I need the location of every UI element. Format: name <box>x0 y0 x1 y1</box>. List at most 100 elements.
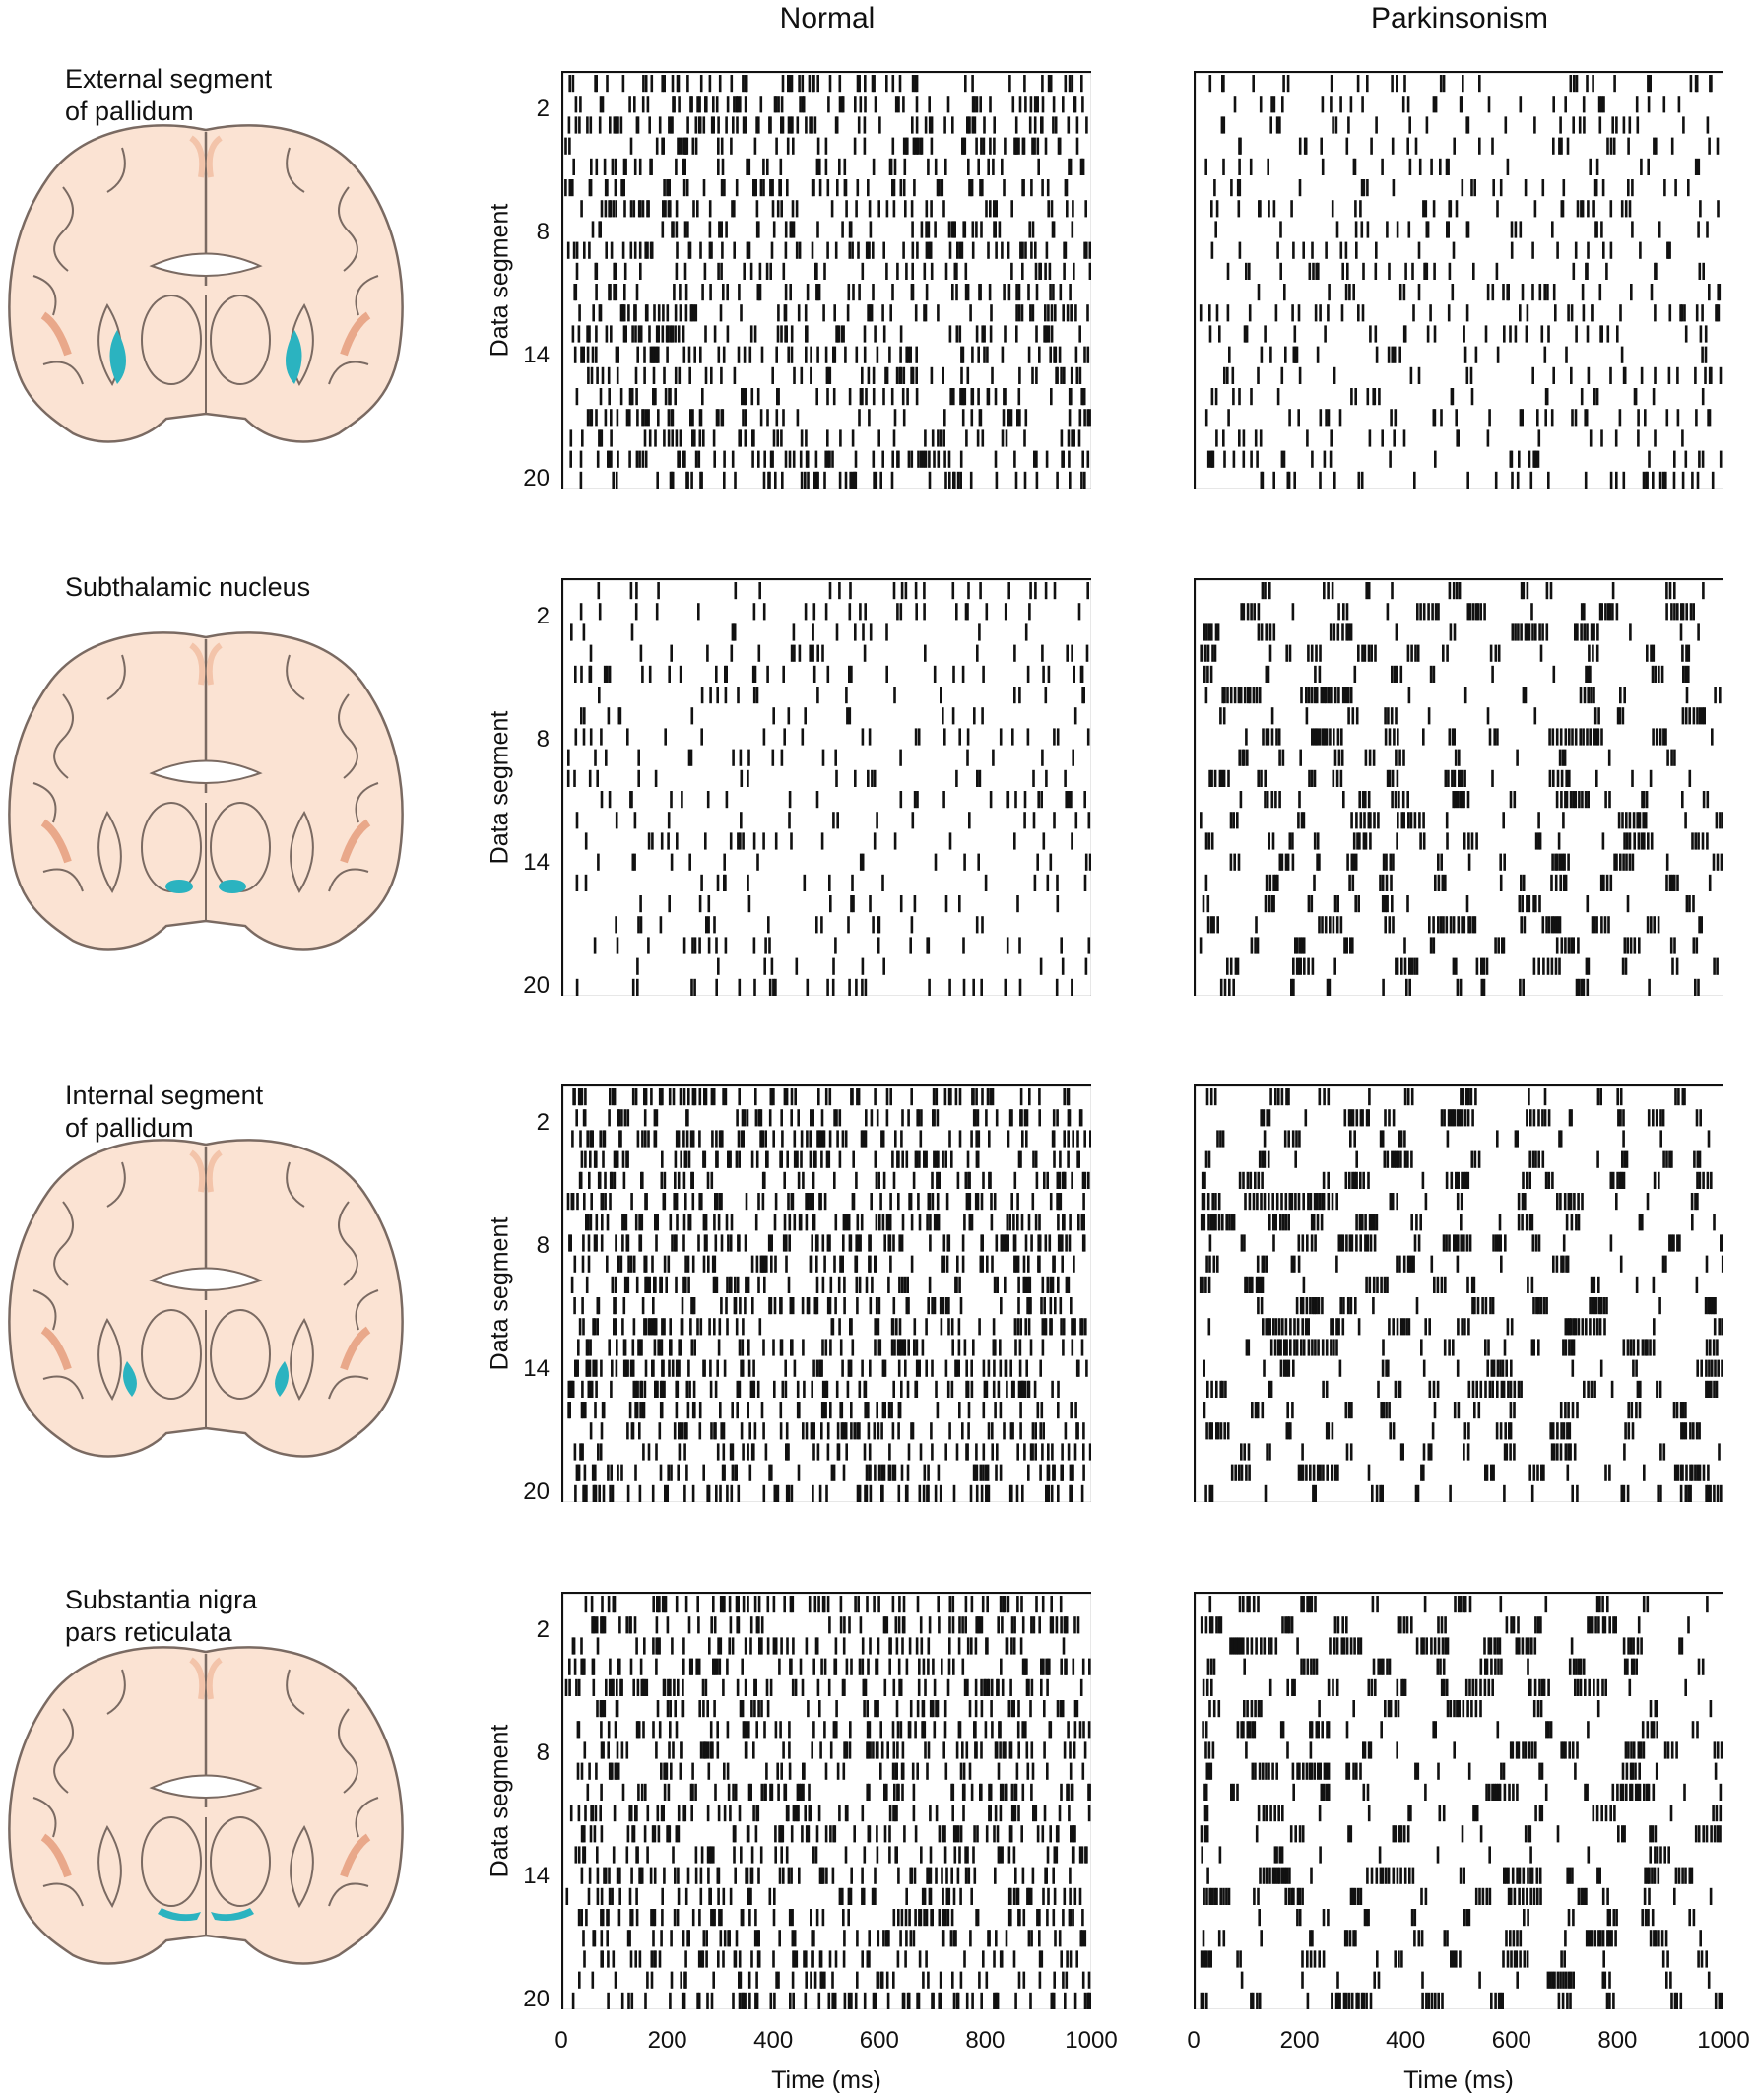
spike-mark <box>1595 221 1598 238</box>
spike-mark <box>688 241 692 259</box>
spike-mark <box>1212 916 1215 934</box>
spike-mark <box>1590 687 1592 704</box>
spike-mark <box>1665 853 1669 871</box>
spike-mark <box>784 450 788 468</box>
spike-mark <box>682 1130 685 1148</box>
spike-mark <box>792 137 795 155</box>
spike-mark <box>1503 325 1506 343</box>
spike-mark <box>714 1234 718 1252</box>
spike-mark <box>755 116 758 134</box>
spike-mark <box>992 1339 996 1356</box>
spike-mark <box>573 1443 577 1461</box>
spike-mark <box>994 450 998 468</box>
spike-mark <box>730 137 733 155</box>
spike-mark <box>788 1214 792 1231</box>
spike-mark <box>1457 916 1461 934</box>
spike-mark <box>595 1214 599 1231</box>
spike-mark <box>1409 812 1413 829</box>
spike-mark <box>1646 1193 1650 1211</box>
spike-mark <box>1466 603 1470 621</box>
spike-mark <box>1457 1318 1460 1336</box>
spike-mark <box>1719 812 1722 829</box>
spike-mark <box>780 749 784 766</box>
spike-mark <box>1341 1234 1345 1252</box>
spike-mark <box>1519 409 1523 427</box>
spike-mark <box>1675 957 1679 975</box>
spike-mark <box>684 1255 687 1273</box>
spike-mark <box>1030 179 1033 197</box>
spike-mark <box>720 1193 723 1211</box>
spike-mark <box>614 1276 618 1293</box>
spike-mark <box>1465 366 1469 384</box>
spike-mark <box>702 179 706 197</box>
spike-mark <box>1631 853 1635 871</box>
brain-section-icon <box>8 124 404 443</box>
spike-mark <box>675 1193 679 1211</box>
spike-mark <box>1522 687 1526 704</box>
spike-mark <box>1428 1318 1431 1336</box>
spike-mark <box>675 1234 678 1252</box>
spike-mark <box>1349 937 1352 954</box>
spike-mark <box>1318 853 1321 871</box>
spike-mark <box>1207 832 1211 850</box>
spike-mark <box>1455 200 1459 218</box>
spike-mark <box>1266 1109 1268 1127</box>
spike-mark <box>1622 116 1626 134</box>
spike-mark <box>1434 874 1437 891</box>
spike-train-row <box>1260 471 1715 489</box>
spike-mark <box>1297 1193 1301 1211</box>
spike-mark <box>1285 1088 1288 1106</box>
spike-mark <box>910 366 913 384</box>
spike-mark <box>870 1193 873 1211</box>
spike-mark <box>654 1318 658 1336</box>
spike-mark <box>942 1234 946 1252</box>
spike-mark <box>621 1214 624 1231</box>
spike-mark <box>947 1088 951 1106</box>
spike-mark <box>942 200 945 218</box>
spike-mark <box>1676 603 1679 621</box>
spike-mark <box>1261 1171 1264 1189</box>
spike-mark <box>1266 791 1269 809</box>
spike-mark <box>1542 957 1545 975</box>
spike-mark <box>888 1464 892 1481</box>
spike-mark <box>1366 179 1369 197</box>
spike-mark <box>591 221 595 238</box>
spike-mark <box>652 346 655 363</box>
spike-mark <box>601 96 605 113</box>
spike-mark <box>759 96 763 113</box>
spike-mark <box>992 749 995 766</box>
spike-mark <box>891 137 895 155</box>
spike-mark <box>1526 1171 1528 1189</box>
spike-mark <box>708 1318 711 1336</box>
spike-train-row <box>587 366 1082 384</box>
spike-mark <box>631 1359 635 1377</box>
spike-mark <box>696 200 699 218</box>
spike-mark <box>1640 158 1643 175</box>
spike-mark <box>1485 957 1489 975</box>
spike-mark <box>655 1234 658 1252</box>
spike-mark <box>796 1380 800 1398</box>
brain-section-icon <box>8 631 404 951</box>
spike-mark <box>864 603 867 621</box>
spike-mark <box>1244 1193 1247 1211</box>
spike-mark <box>979 179 982 197</box>
spike-mark <box>1453 1109 1456 1127</box>
spike-mark <box>889 1088 892 1106</box>
spike-mark <box>710 366 713 384</box>
spike-mark <box>875 1171 878 1189</box>
spike-mark <box>1681 1088 1685 1106</box>
spike-mark <box>1276 388 1280 406</box>
spike-mark <box>1260 1109 1263 1127</box>
spike-mark <box>773 1380 776 1398</box>
spike-mark <box>1332 769 1335 787</box>
spike-mark <box>982 1171 985 1189</box>
spike-mark <box>1659 1109 1662 1127</box>
spike-mark <box>1558 137 1561 155</box>
spike-mark <box>753 665 757 683</box>
spike-mark <box>1593 1380 1596 1398</box>
spike-mark <box>1316 346 1320 363</box>
spike-mark <box>1655 1109 1658 1127</box>
spike-mark <box>1403 1130 1406 1148</box>
spike-mark <box>1272 1214 1275 1231</box>
spike-mark <box>1627 137 1630 155</box>
